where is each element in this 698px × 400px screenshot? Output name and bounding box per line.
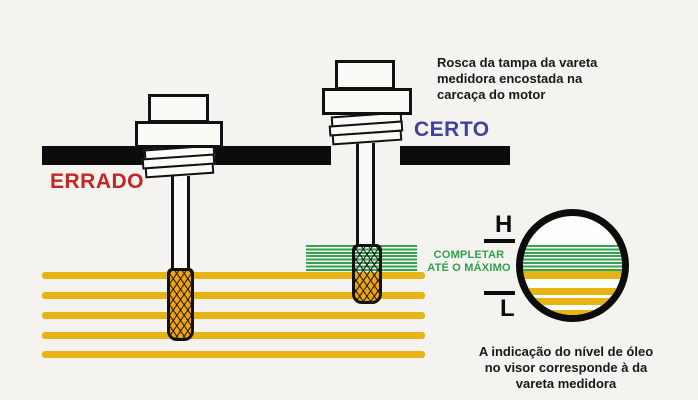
sight-glass-note-line: no visor corresponde à da xyxy=(484,360,648,375)
correct-label: CERTO xyxy=(414,118,490,141)
sight-glass-circle xyxy=(516,209,629,322)
high-mark-label: H xyxy=(495,211,513,238)
sight-glass-oil-line xyxy=(523,310,622,315)
low-mark-tick xyxy=(484,291,515,295)
oil-level-line xyxy=(42,272,425,279)
dipstick-tip xyxy=(352,244,382,304)
sight-glass-note-line: vareta medidora xyxy=(515,376,617,391)
fill-note-line: ATÉ O MÁXIMO xyxy=(427,261,511,274)
sight-glass-note: A indicação do nível de óleo no visor co… xyxy=(438,344,694,392)
dipstick-knob xyxy=(335,60,395,90)
sight-glass-oil-line xyxy=(523,298,622,305)
low-mark-label: L xyxy=(500,295,515,322)
oil-level-line xyxy=(42,332,425,339)
thread-note-line: Rosca da tampa da vareta xyxy=(437,55,598,70)
oil-level-line xyxy=(42,351,425,358)
dipstick-stem xyxy=(171,176,190,271)
sight-glass-note-line: A indicação do nível de óleo xyxy=(478,344,654,359)
fill-note-line: COMPLETAR xyxy=(433,249,505,261)
dipstick-cap xyxy=(135,121,223,148)
sight-glass-green-zone xyxy=(523,245,622,271)
oil-level-line xyxy=(42,312,425,319)
sight-glass-oil-line xyxy=(523,271,622,279)
high-mark-tick xyxy=(484,239,515,243)
dipstick-tip xyxy=(167,268,194,341)
sight-glass-oil-line xyxy=(523,288,622,295)
dipstick-knob xyxy=(148,94,209,123)
wrong-label: ERRADO xyxy=(50,170,145,193)
oil-level-line xyxy=(42,292,425,299)
engine-casing-right xyxy=(400,146,510,165)
thread-note: Rosca da tampa da vareta medidora encost… xyxy=(437,55,597,103)
dipstick-stem xyxy=(356,143,375,246)
thread-note-line: carcaça do motor xyxy=(437,87,546,102)
thread-note-line: medidora encostada na xyxy=(437,71,583,86)
fill-note: COMPLETAR ATÉ O MÁXIMO xyxy=(424,249,514,274)
dipstick-cap xyxy=(322,88,412,115)
